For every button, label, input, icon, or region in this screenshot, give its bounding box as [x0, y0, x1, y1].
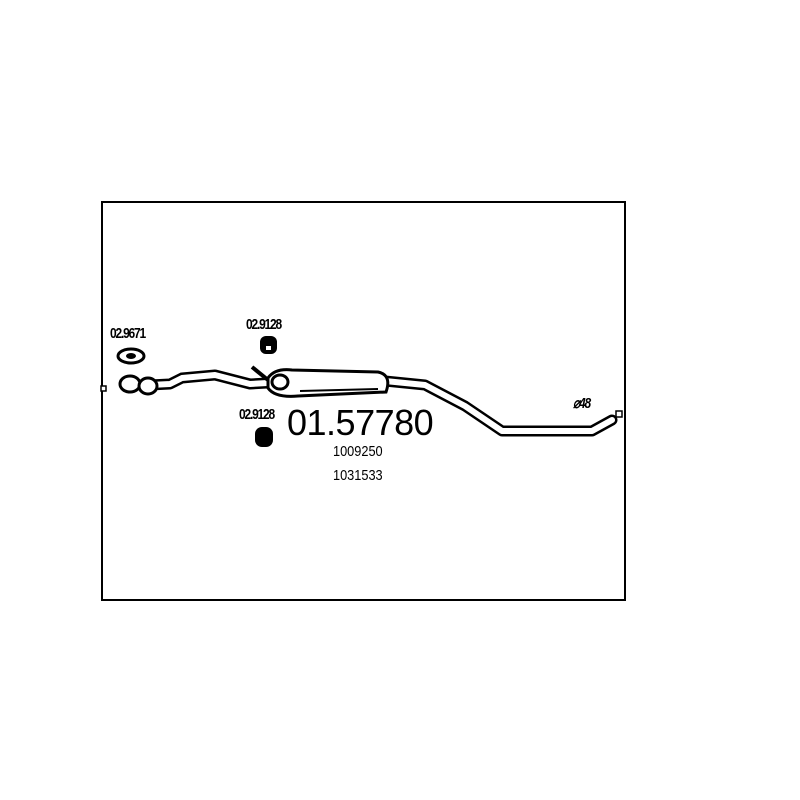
gasket-part-label: 02.9671: [110, 325, 146, 342]
front-flange: [118, 374, 159, 396]
oe-reference-1: 1009250: [333, 443, 383, 460]
rubber-mount-top-icon: [260, 336, 277, 354]
exhaust-pipe: [144, 369, 618, 437]
gasket-icon: [116, 347, 146, 365]
rubber-mount-bottom-icon: [255, 427, 273, 447]
mount-top-part-label: 02.9128: [246, 316, 282, 333]
mount-bottom-part-label: 02.9128: [239, 406, 275, 423]
part-number: 01.57780: [287, 402, 434, 443]
oe-reference-2: 1031533: [333, 467, 383, 484]
diameter-label: ⌀48: [573, 395, 591, 412]
diagram-frame: [101, 201, 626, 601]
pipe-end-marker-left: [100, 385, 107, 392]
pipe-end-marker-right: [615, 410, 623, 418]
muffler: [250, 365, 390, 398]
